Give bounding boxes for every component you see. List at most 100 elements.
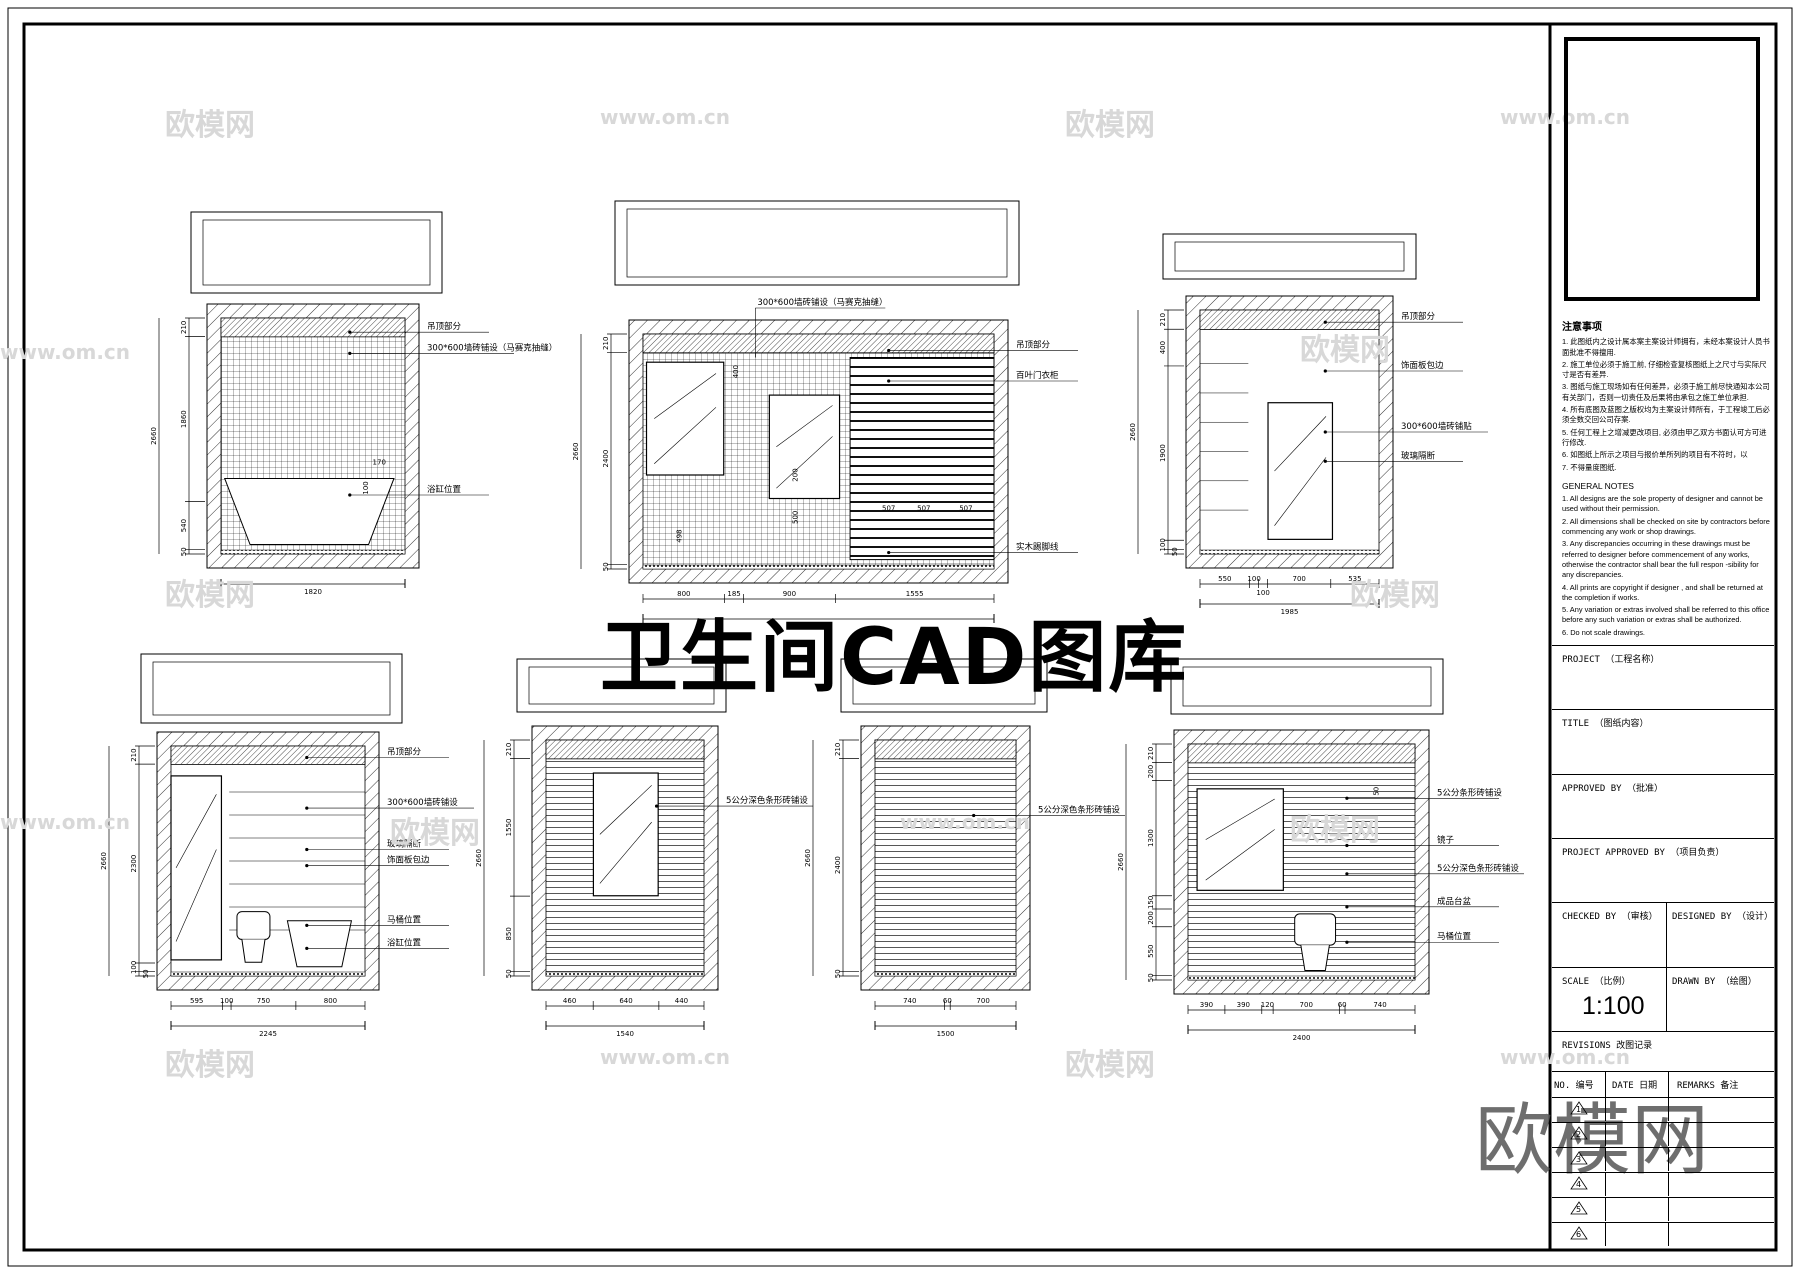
dimension-label: 800 — [677, 590, 690, 598]
plan-view-inner — [152, 661, 391, 716]
callout-label: 吊顶部分 — [1401, 311, 1436, 322]
revision-date — [1605, 1173, 1669, 1196]
note-en: 1. All designs are the sole property of … — [1562, 494, 1763, 514]
revision-number: 2 — [1552, 1123, 1606, 1146]
dimension-note: 498 — [676, 529, 684, 542]
dimension-total-label: 1540 — [616, 1030, 634, 1038]
revisions-cell: REVISIONS 改图记录 — [1552, 1031, 1774, 1071]
plan-view — [1162, 233, 1417, 280]
revision-triangle-icon: 2 — [1569, 1126, 1588, 1140]
louver-wardrobe — [849, 357, 995, 561]
dimension-label: 1555 — [906, 590, 924, 598]
ceiling-section — [1199, 309, 1380, 330]
dimension-total-label: 2660 — [1117, 853, 1125, 871]
revisions-header: NO. 编号 DATE 日期 REMARKS 备注 — [1552, 1071, 1774, 1097]
mirror — [1267, 402, 1334, 540]
dimension-label: 50 — [1147, 973, 1155, 982]
ceiling-section — [170, 745, 366, 765]
dimension-label: 800 — [324, 997, 337, 1005]
mirror — [768, 394, 841, 500]
note-cn: 7. 不得量度图纸. — [1562, 462, 1617, 472]
project-label: PROJECT （工程名称） — [1562, 655, 1660, 665]
dimension-label: 1550 — [505, 818, 513, 836]
floor-section — [170, 971, 366, 977]
callout-label: 玻璃隔断 — [1401, 450, 1436, 461]
floor-section — [642, 564, 995, 570]
dimension-label: 700 — [976, 997, 989, 1005]
dimension-note: 507 — [959, 504, 972, 512]
note-cn: 6. 如图纸上所示之项目与报价单所列的项目有不符时，以 — [1562, 450, 1748, 460]
dimension-label: 700 — [1293, 575, 1306, 583]
note-cn: 5. 任何工程上之增减更改项目, 必须由甲乙双方书面认可方可进行修改. — [1562, 427, 1767, 447]
dimension-note: 50 — [1373, 787, 1381, 796]
dimension-label: 50 — [180, 547, 188, 556]
callout-label: 镜子 — [1437, 834, 1455, 845]
checked-designed-cell: CHECKED BY （审核） DESIGNED BY （设计） — [1552, 902, 1774, 967]
callout-label: 5公分深色条形砖铺设 — [726, 795, 808, 806]
watermark-logo-large: 欧模网 — [1475, 1096, 1710, 1186]
dimension-note: 100 — [362, 481, 370, 494]
dimension-total-label: 2400 — [1293, 1034, 1311, 1042]
dimension-total-label: 2660 — [804, 849, 812, 867]
revision-date — [1605, 1148, 1669, 1171]
callout-label: 5公分条形砖铺设 — [1437, 787, 1502, 798]
callout-label: 300*600墙砖铺贴 — [1401, 421, 1472, 432]
mirror-reflection — [1205, 798, 1275, 840]
plan-view-inner — [1174, 241, 1405, 272]
mirror-reflection — [776, 436, 833, 489]
toilet-base — [1300, 944, 1330, 972]
callout-label: 玻璃隔断 — [387, 839, 422, 850]
callout-label: 吊顶部分 — [1016, 339, 1051, 350]
note-cn: 3. 图纸与施工现场如有任何差异，必须于施工前尽快通知本公司有关部门，否则一切责… — [1562, 382, 1770, 402]
revision-number-text: 4 — [1575, 1180, 1582, 1189]
plan-view — [614, 200, 1020, 286]
dimension-label: 150 — [1147, 896, 1155, 909]
note-en: 5. Any variation or extras involved shal… — [1562, 605, 1770, 625]
dimension-label: 185 — [727, 590, 740, 598]
revision-row: 3 — [1552, 1147, 1774, 1171]
revision-date — [1605, 1198, 1669, 1221]
callout-label: 浴缸位置 — [427, 484, 462, 495]
checked-by-label: CHECKED BY （审核） — [1562, 912, 1658, 922]
callout-label: 吊顶部分 — [427, 321, 462, 332]
callout-label: 300*600墙砖铺设（马赛克抽缝） — [427, 342, 557, 353]
dimension-label: 100 — [220, 997, 233, 1005]
dimension-note: 500 — [791, 511, 799, 524]
revision-number: 1 — [1552, 1098, 1606, 1121]
dimension-label: 400 — [1159, 341, 1167, 354]
dimension-total-label: 2245 — [259, 1030, 277, 1038]
dimension-label: 440 — [675, 997, 688, 1005]
elevation-drawing: 21018605405026601820吊顶部分300*600墙砖铺设（马赛克抽… — [150, 211, 557, 596]
mirror — [592, 772, 659, 897]
dimension-label: 50 — [142, 969, 150, 978]
revision-number-text: 6 — [1575, 1230, 1582, 1239]
revision-date — [1605, 1098, 1669, 1121]
callout-label: 马桶位置 — [387, 914, 422, 925]
revision-row: 6 — [1552, 1222, 1774, 1246]
revision-date — [1605, 1223, 1669, 1246]
plan-view-inner — [202, 219, 431, 286]
revision-date — [1605, 1123, 1669, 1146]
plan-view-inner — [626, 208, 1008, 278]
scale-drawn-cell: SCALE （比例） 1:100 DRAWN BY （绘图） — [1552, 967, 1774, 1031]
dimension-total-label: 2660 — [1129, 423, 1137, 441]
dimension-note: 507 — [882, 504, 895, 512]
revision-triangle-icon: 5 — [1569, 1201, 1588, 1215]
revision-number-text: 3 — [1575, 1155, 1582, 1164]
dimension-label: 210 — [834, 743, 842, 756]
revision-number: 3 — [1552, 1148, 1606, 1171]
dimension-label: 1860 — [180, 410, 188, 428]
dimension-label: 210 — [1159, 313, 1167, 326]
floor-section — [545, 971, 705, 977]
revision-triangle-icon: 3 — [1569, 1151, 1588, 1165]
title-label: TITLE （图纸内容） — [1562, 719, 1649, 729]
mirror-reflection — [599, 821, 652, 884]
callout-label: 饰面板包边 — [1401, 360, 1444, 371]
dimension-label: 1300 — [1147, 829, 1155, 847]
dimension-total-label: 1820 — [304, 588, 322, 596]
callout-label: 浴缸位置 — [387, 937, 422, 948]
